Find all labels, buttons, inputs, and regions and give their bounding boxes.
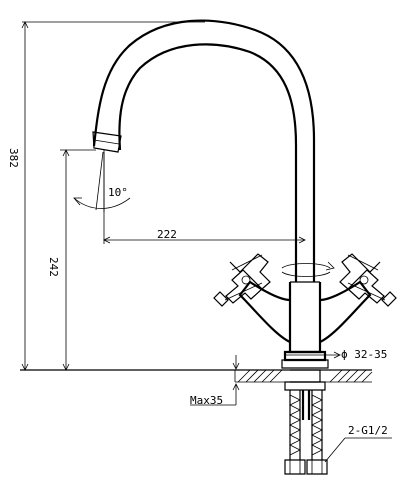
max-thickness-dimension (190, 355, 240, 406)
body-column (288, 282, 322, 354)
base-diameter-dimension (285, 351, 341, 359)
spout-reach-dimension (103, 150, 306, 244)
spout-inner-line (118, 43, 298, 282)
left-cross-handle (213, 253, 271, 307)
base-diameter-label: ϕ 32-35 (341, 348, 387, 361)
countertop (20, 369, 373, 391)
spout-tip (92, 131, 122, 153)
swivel-rotation-arrow (281, 261, 335, 277)
swivel-angle-dimension (73, 151, 131, 212)
faucet-body (92, 19, 372, 369)
spout-outer-line (92, 19, 316, 282)
connection-leader (324, 437, 392, 463)
spout-reach-label: 222 (157, 228, 177, 241)
aerator-line (93, 139, 120, 145)
base-collar (283, 350, 327, 362)
spout-height-label: 242 (47, 257, 60, 277)
supply-hoses (284, 390, 328, 475)
spout-height-dimension (60, 149, 96, 371)
overall-height-dimension (21, 21, 205, 371)
base-plate (281, 359, 329, 369)
max-thickness-label: Max35 (190, 394, 223, 407)
right-valve-body (319, 280, 372, 343)
left-valve-body (238, 280, 291, 343)
connection-label: 2-G1/2 (348, 424, 388, 437)
overall-height-label: 382 (7, 148, 20, 168)
swivel-angle-label: 10° (108, 186, 128, 199)
right-cross-handle (339, 253, 397, 307)
